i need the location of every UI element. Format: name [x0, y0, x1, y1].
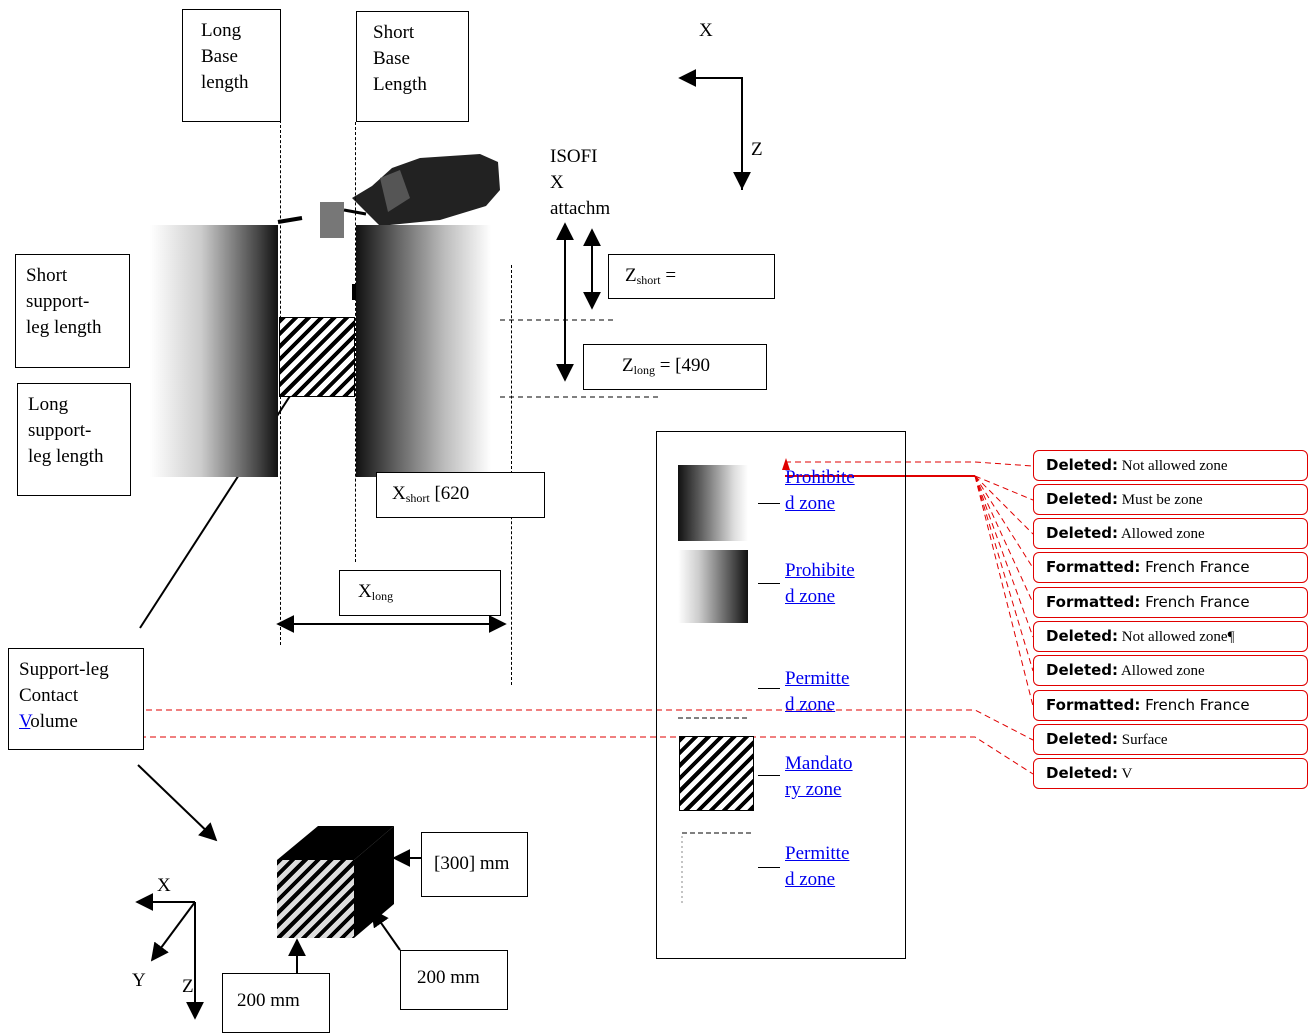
- revision-balloon[interactable]: Formatted: French France: [1033, 690, 1308, 721]
- z-short-box: Zshort =: [608, 254, 775, 299]
- x-short-box: Xshort [620: [376, 472, 545, 518]
- revision-text: V: [1118, 766, 1133, 782]
- left-wall: [150, 225, 278, 477]
- dim-200-right-box: 200 mm: [400, 950, 508, 1010]
- revision-balloon[interactable]: Deleted: V: [1033, 758, 1308, 789]
- short-support-leg-box: Short support- leg length: [15, 254, 130, 368]
- top-axis-x-label: X: [699, 20, 713, 41]
- dim-200-bottom-box: 200 mm: [222, 973, 330, 1033]
- legend-item-0[interactable]: Prohibite d zone: [785, 467, 855, 514]
- revision-kind: Formatted:: [1046, 696, 1141, 714]
- revision-balloon[interactable]: Deleted: Not allowed zone¶: [1033, 621, 1308, 652]
- inserted-v: V: [19, 711, 31, 732]
- revision-text: Allowed zone: [1118, 526, 1205, 542]
- revision-text: Surface: [1118, 732, 1168, 748]
- revision-balloon[interactable]: Deleted: Not allowed zone: [1033, 450, 1308, 481]
- legend-swatch-mandatory: [679, 736, 754, 811]
- revision-kind: Deleted:: [1046, 764, 1119, 782]
- legend-swatch-prohibited-2: [678, 550, 748, 623]
- revision-kind: Deleted:: [1046, 524, 1119, 542]
- bottom-axis-y-label: Y: [132, 970, 146, 991]
- revision-balloon[interactable]: Deleted: Surface: [1033, 724, 1308, 755]
- revision-kind: Deleted:: [1046, 490, 1119, 508]
- revision-text: Allowed zone: [1118, 663, 1205, 679]
- right-wall: [356, 225, 491, 477]
- legend-item-1[interactable]: Prohibite d zone: [785, 560, 855, 607]
- top-axis-x-arrow: [678, 69, 743, 190]
- revision-balloon[interactable]: Deleted: Allowed zone: [1033, 518, 1308, 549]
- revision-text: French France: [1140, 558, 1250, 576]
- guide-short-base: [355, 122, 356, 562]
- revision-text: Not allowed zone¶: [1118, 629, 1235, 645]
- revision-balloon[interactable]: Deleted: Must be zone: [1033, 484, 1308, 515]
- mandatory-zone-hatch: [279, 317, 355, 397]
- revision-kind: Deleted:: [1046, 627, 1119, 645]
- bottom-axis-z-label: Z: [182, 976, 194, 997]
- legend-item-2[interactable]: Permitte d zone: [785, 668, 850, 715]
- dim-300-box: [300] mm: [421, 832, 528, 897]
- revision-kind: Formatted:: [1046, 593, 1141, 611]
- legend-swatch-prohibited-1: [678, 465, 748, 541]
- revision-kind: Deleted:: [1046, 661, 1119, 679]
- isofix-label: ISOFI X attachm: [550, 146, 611, 219]
- long-base-length-box: Long Base length: [182, 9, 281, 122]
- revision-balloon[interactable]: Formatted: French France: [1033, 552, 1308, 583]
- z-long-box: Zlong = [490: [583, 344, 767, 390]
- revision-text: Not allowed zone: [1118, 458, 1228, 474]
- top-axis-z-label: Z: [751, 139, 763, 160]
- long-support-leg-box: Long support- leg length: [17, 383, 131, 496]
- revision-text: French France: [1140, 593, 1250, 611]
- revision-balloon[interactable]: Deleted: Allowed zone: [1033, 655, 1308, 686]
- legend-item-4[interactable]: Permitte d zone: [785, 843, 850, 890]
- bottom-axis-x-label: X: [157, 875, 171, 896]
- short-base-length-box: Short Base Length: [356, 11, 469, 122]
- revision-kind: Formatted:: [1046, 558, 1141, 576]
- revision-balloon[interactable]: Formatted: French France: [1033, 587, 1308, 618]
- revision-text: French France: [1140, 696, 1250, 714]
- legend-panel: [656, 431, 906, 959]
- cube-front-face: [277, 860, 354, 938]
- revision-kind: Deleted:: [1046, 456, 1119, 474]
- revision-text: Must be zone: [1118, 492, 1203, 508]
- support-leg-contact-box: Support-leg Contact Volume: [8, 648, 144, 750]
- revision-kind: Deleted:: [1046, 730, 1119, 748]
- x-long-box: Xlong: [339, 570, 501, 616]
- legend-item-3[interactable]: Mandato ry zone: [785, 753, 853, 800]
